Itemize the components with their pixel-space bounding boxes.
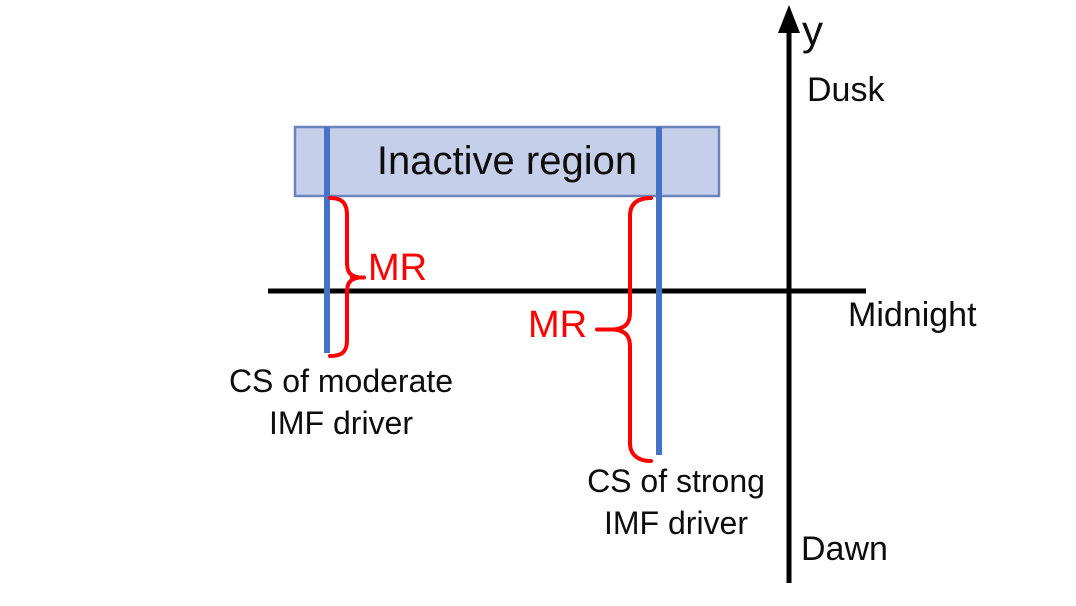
cs-moderate-label-line2: IMF driver: [269, 405, 413, 441]
y-axis-label: y: [802, 7, 823, 54]
cs-strong-label-line1: CS of strong: [587, 463, 765, 499]
inactive-region-box: [293, 125, 721, 198]
y-axis-arrowhead-icon: [778, 5, 800, 33]
mr-label-right: MR: [528, 304, 588, 346]
cs-strong-label: CS of strong IMF driver: [526, 460, 826, 544]
cs-strong-label-line2: IMF driver: [604, 505, 748, 541]
inactive-region-label: Inactive region: [376, 138, 638, 183]
cs-moderate-label: CS of moderate IMF driver: [191, 360, 491, 444]
dawn-label: Dawn: [801, 530, 888, 568]
dusk-label: Dusk: [807, 71, 885, 109]
cs-moderate-label-line1: CS of moderate: [228, 363, 454, 399]
midnight-label: Midnight: [848, 296, 977, 334]
mr-label-left: MR: [368, 247, 428, 289]
